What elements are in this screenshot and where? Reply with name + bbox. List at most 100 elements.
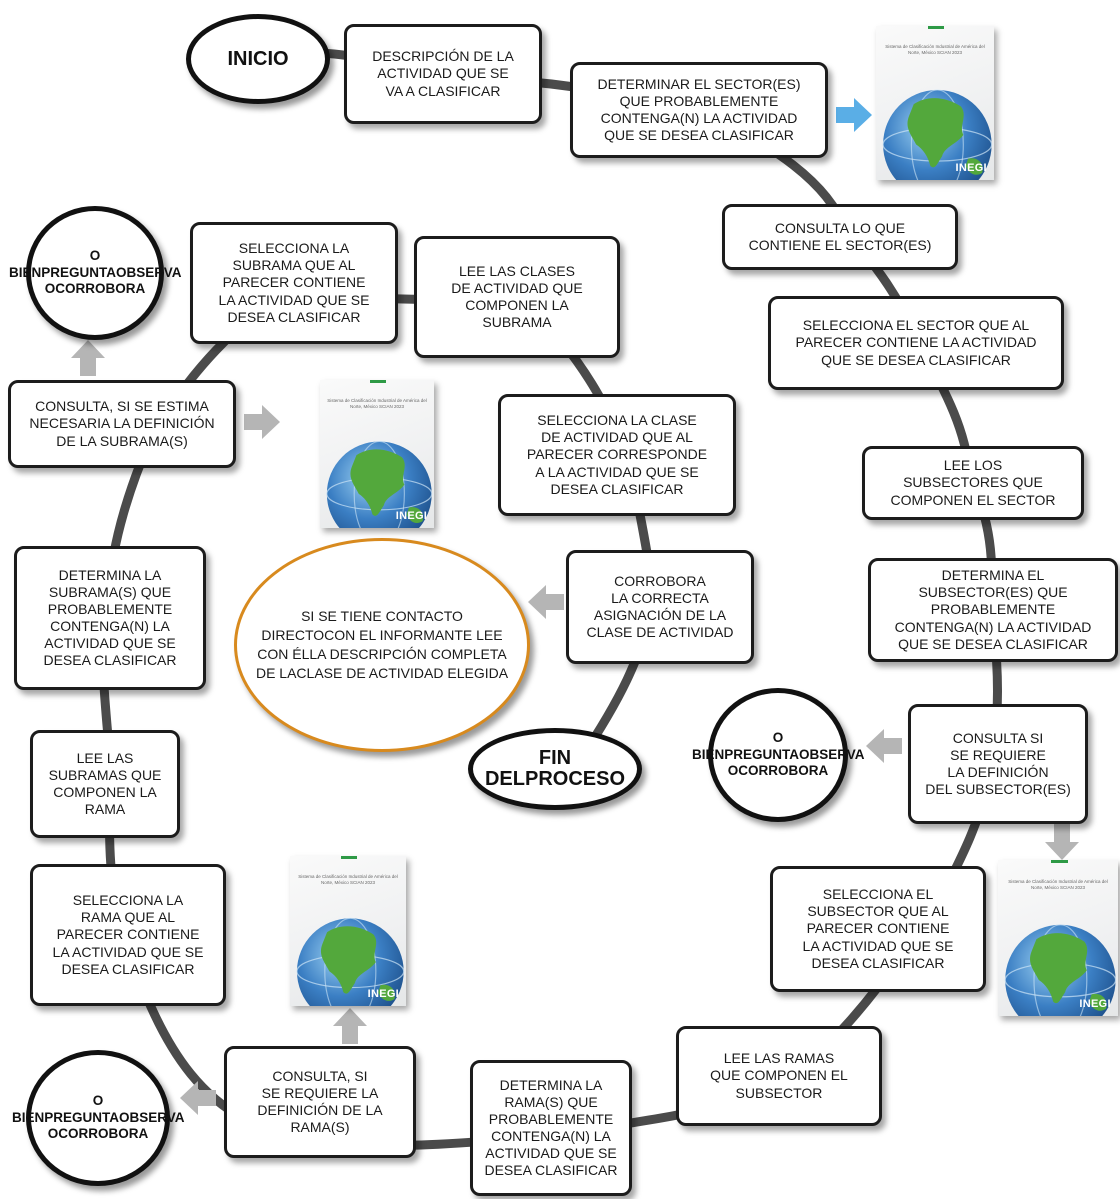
text-line: VA A CLASIFICAR: [385, 82, 501, 99]
ask-oval-bottom-text: O BIENPREGUNTAOBSERVA OCORROBORA: [11, 1093, 185, 1142]
text-line: RAMA(S) QUE: [504, 1093, 598, 1110]
text-line: CONSULTA, SI: [272, 1067, 368, 1084]
start-oval-text: INICIO: [227, 47, 289, 70]
scian-book-cover: Sistema de Clasificación Industrial de A…: [998, 860, 1118, 1016]
text-line: RAMA QUE AL: [80, 909, 176, 926]
ask-oval-middle-text: O BIENPREGUNTAOBSERVA OCORROBORA: [692, 730, 865, 779]
text-line: QUE SE DESEA CLASIFICAR: [821, 351, 1011, 368]
text-line: PROBABLEMENTE: [488, 1110, 614, 1127]
text-line: LEE LAS: [76, 749, 134, 766]
text-line: DESEA CLASIFICAR: [61, 960, 195, 977]
text-line: CONTIENE EL SECTOR(ES): [748, 237, 932, 253]
text-line: DESEA CLASIFICAR: [227, 308, 361, 325]
text-line: ACTIVIDAD QUE SE: [44, 635, 176, 652]
inegi-logo: INEGI: [1079, 997, 1111, 1010]
text-line: SUBRAMAS QUE: [48, 766, 162, 783]
text-line: QUE SE DESEA CLASIFICAR: [604, 127, 794, 144]
text-line: CLASE DE ACTIVIDAD ELEGIDA: [296, 664, 509, 681]
book-title: Sistema de Clasificación Industrial de A…: [1008, 878, 1108, 890]
text-line: PROCESO: [524, 768, 626, 790]
text-line: COMPONEN LA: [465, 297, 569, 313]
text-line: CORROBORA: [55, 281, 146, 297]
text-line: CORROBORA: [614, 572, 706, 589]
scian-book-cover: Sistema de Clasificación Industrial de A…: [290, 856, 406, 1006]
arrow-left-icon: [528, 585, 564, 619]
arrow-left-icon: [866, 729, 902, 763]
book-top-mark: [370, 380, 387, 383]
text-line: LA ACTIVIDAD QUE SE: [218, 291, 370, 308]
text-line: DESCRIPCIÓN DE LA: [372, 48, 514, 65]
text-line: LEE LAS RAMAS: [723, 1050, 835, 1067]
text-line: ASIGNACIÓN DE LA: [593, 607, 727, 623]
text-line: SELECCIONA LA CLASE: [537, 412, 697, 429]
text-line: FIN DEL: [484, 747, 572, 790]
text-line: LA CORRECTA: [611, 589, 709, 606]
text-line: LA DESCRIPCIÓN COMPLETA DE LA: [255, 646, 507, 681]
text-line: PREGUNTA: [44, 1109, 120, 1125]
globe-icon: [1004, 924, 1117, 1016]
text-line: SELECCIONA EL SECTOR QUE AL: [802, 317, 1030, 334]
final-note-oval: SI SE TIENE CONTACTO DIRECTOCON EL INFOR…: [234, 538, 530, 752]
text-line: ACTIVIDAD QUE SE: [485, 1145, 617, 1162]
start-oval: INICIO: [186, 14, 330, 104]
text-line: PARECER CONTIENE: [806, 920, 950, 937]
text-line: QUE PROBABLEMENTE: [619, 92, 779, 109]
ask-oval-top-text: O BIENPREGUNTAOBSERVA OCORROBORA: [8, 248, 182, 297]
text-line: PREGUNTA: [41, 264, 117, 280]
text-line: DESEA CLASIFICAR: [43, 652, 177, 669]
text-line: A LA ACTIVIDAD QUE SE: [535, 463, 699, 480]
text-line: CLASE DE ACTIVIDAD: [586, 624, 734, 641]
text-line: DESEA CLASIFICAR: [550, 480, 684, 497]
text-line: CONSULTA, SI SE ESTIMA: [35, 398, 209, 415]
text-line: LA DEFINICIÓN: [947, 764, 1049, 780]
text-line: OBSERVA O: [727, 746, 865, 779]
text-line: CONTENGA(N) LA ACTIVIDAD: [894, 618, 1092, 635]
arrow-right-icon: [244, 405, 280, 439]
text-line: SUBSECTORES QUE: [903, 474, 1043, 491]
text-line: DESEA CLASIFICAR: [811, 954, 945, 971]
text-line: CONTENGA(N) LA: [491, 1128, 611, 1144]
ask-oval-middle: O BIENPREGUNTAOBSERVA OCORROBORA: [692, 688, 865, 822]
text-line: CONSULTA SI: [952, 729, 1044, 746]
text-line: OBSERVA O: [44, 264, 182, 297]
text-line: DETERMINA LA: [58, 566, 162, 583]
text-line: LA ACTIVIDAD QUE SE: [802, 937, 954, 954]
text-line: DESEA CLASIFICAR: [484, 1162, 618, 1179]
ask-oval-bottom: O BIENPREGUNTAOBSERVA OCORROBORA: [12, 1050, 185, 1186]
text-line: O BIEN: [11, 1093, 104, 1125]
step-box-s2: DETERMINAR EL SECTOR(ES)QUE PROBABLEMENT…: [570, 62, 828, 158]
text-line: O BIEN: [8, 248, 101, 280]
arrow-up-icon: [333, 1008, 367, 1044]
inegi-logo: INEGI: [395, 510, 428, 523]
text-line: PARECER CONTIENE LA ACTIVIDAD: [795, 334, 1037, 351]
arrow-left-icon: [180, 1081, 216, 1115]
text-line: SUBRAMA: [482, 314, 552, 331]
text-line: SE REQUIERE LA: [261, 1084, 379, 1101]
book-top-mark: [927, 26, 945, 29]
scian-book-cover: Sistema de Clasificación Industrial de A…: [320, 380, 434, 528]
inegi-logo: INEGI: [367, 988, 400, 1000]
text-line: PARECER CORRESPONDE: [526, 446, 708, 463]
text-line: SUBSECTOR: [735, 1084, 823, 1101]
text-line: PARECER CONTIENE: [222, 274, 366, 291]
